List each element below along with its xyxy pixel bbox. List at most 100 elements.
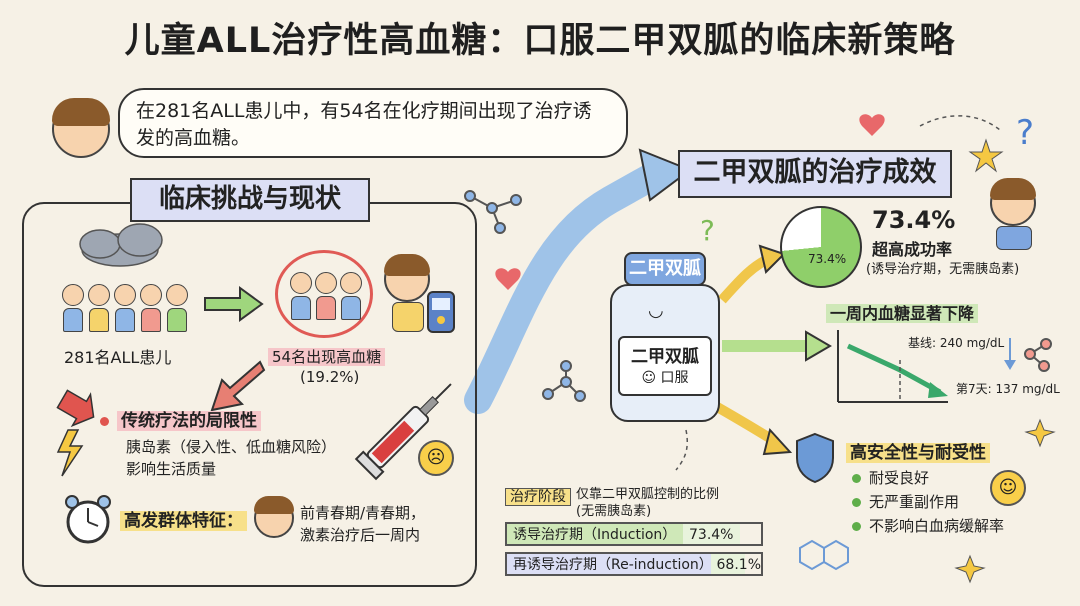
green-bullet-icon bbox=[852, 498, 861, 507]
kid-figure bbox=[88, 284, 110, 332]
molecule-icon-2 bbox=[542, 360, 586, 402]
bottle-label-route: ☺ 口服 bbox=[641, 370, 689, 386]
child-avatar bbox=[52, 98, 110, 158]
heart-icon bbox=[495, 268, 521, 290]
red-bullet-icon bbox=[100, 416, 109, 426]
table-row-bar bbox=[683, 524, 741, 544]
molecule-icon bbox=[464, 190, 522, 234]
intro-speech-bubble: 在281名ALL患儿中，有54名在化疗期间出现了治疗诱发的高血糖。 bbox=[118, 88, 628, 158]
table-row-bar bbox=[710, 554, 745, 574]
safety-item: 耐受良好 bbox=[852, 466, 1004, 490]
bottle-label: 二甲双胍 ☺ 口服 bbox=[618, 336, 712, 396]
arrow-to-safety bbox=[709, 399, 779, 447]
lightning-icon bbox=[56, 429, 84, 477]
limit-line-1: 胰岛素（侵入性、低血糖风险） bbox=[126, 438, 337, 456]
table-row-value: 73.4% bbox=[689, 527, 734, 543]
table-row-stage: 再诱导治疗期（Re-induction） bbox=[507, 554, 713, 574]
cloud-icon bbox=[79, 223, 163, 267]
table-header-ratio-line2: (无需胰岛素) bbox=[576, 504, 652, 519]
baseline-label: 基线: 240 mg/dL bbox=[908, 336, 1005, 350]
green-bullet-icon bbox=[852, 474, 861, 483]
success-title: 超高成功率 bbox=[872, 240, 953, 259]
safety-list: 耐受良好 无严重副作用 不影响白血病缓解率 bbox=[852, 466, 1004, 538]
table-row: 再诱导治疗期（Re-induction） 68.1% bbox=[505, 552, 763, 576]
safety-title: 高安全性与耐受性 bbox=[846, 443, 990, 463]
risk-text: 前青春期/青春期， 激素治疗后一周内 bbox=[300, 502, 425, 546]
table-header-ratio: 仅靠二甲双胍控制的比例 (无需胰岛素) bbox=[576, 486, 719, 520]
safety-item-text: 耐受良好 bbox=[869, 469, 930, 487]
risk-title-wrap: 高发群体特征： bbox=[120, 506, 247, 531]
limit-line-2: 影响生活质量 bbox=[126, 460, 217, 478]
happy-child-body bbox=[996, 226, 1032, 250]
limit-title: 传统疗法的局限性 bbox=[117, 411, 261, 431]
green-bullet-icon bbox=[852, 522, 861, 531]
glucose-title-wrap: 一周内血糖显著下降 bbox=[826, 300, 979, 324]
arrow-to-rate bbox=[718, 253, 773, 304]
table-row-stage: 诱导治疗期（Induction） bbox=[507, 524, 683, 544]
sad-child-avatar bbox=[384, 254, 430, 302]
red-arrow-1 bbox=[210, 360, 266, 412]
table-header-stage: 治疗阶段 bbox=[505, 488, 571, 506]
syringe-icon bbox=[354, 383, 452, 481]
kid-figure bbox=[140, 284, 162, 332]
bottle-label-name: 二甲双胍 bbox=[631, 347, 699, 367]
risk-line-1: 前青春期/青春期， bbox=[300, 504, 426, 522]
glucose-line bbox=[846, 343, 942, 395]
kid-figure bbox=[166, 284, 188, 332]
affected-kids bbox=[290, 272, 362, 320]
kid-figure bbox=[315, 272, 337, 320]
kid-figure bbox=[62, 284, 84, 332]
pie-label: 73.4% bbox=[808, 252, 847, 266]
kid-figure bbox=[340, 272, 362, 320]
bottle-cap: 二甲双胍 bbox=[624, 252, 706, 286]
efficacy-banner: 二甲双胍的治疗成效 bbox=[678, 150, 952, 198]
glucose-title: 一周内血糖显著下降 bbox=[826, 304, 979, 323]
success-note: (诱导治疗期，无需胰岛素) bbox=[866, 262, 1020, 277]
arrow-to-safety-head bbox=[762, 427, 793, 456]
dashed-curve bbox=[919, 115, 1001, 131]
question-icon: ? bbox=[1016, 113, 1034, 153]
affected-count: 54名出现高血糖 bbox=[268, 348, 386, 366]
affected-circle bbox=[275, 250, 373, 338]
bottle-jar: ◡ 二甲双胍 ☺ 口服 bbox=[610, 284, 720, 422]
dashed-curve-2 bbox=[675, 429, 688, 471]
risk-line-2: 激素治疗后一周内 bbox=[300, 526, 421, 544]
table-row: 诱导治疗期（Induction） 73.4% bbox=[505, 522, 763, 546]
glucose-line-head bbox=[928, 382, 948, 398]
table-row-value: 68.1% bbox=[716, 557, 761, 573]
arrow-to-glucose-head bbox=[805, 330, 832, 362]
kid-figure bbox=[290, 272, 312, 320]
hexagon-molecule-icon bbox=[799, 539, 849, 571]
table-header-ratio-line1: 仅靠二甲双胍控制的比例 bbox=[576, 487, 720, 502]
table-header: 治疗阶段 bbox=[505, 486, 571, 506]
worried-face-icon: ☹ bbox=[418, 440, 454, 476]
day7-label: 第7天: 137 mg/dL bbox=[956, 382, 1060, 396]
happy-child-avatar bbox=[990, 178, 1036, 226]
metformin-bottle: 二甲双胍 ◡ 二甲双胍 ☺ 口服 bbox=[610, 252, 720, 422]
big-flow-arrow-head bbox=[638, 148, 693, 202]
bottle-route-text: 口服 bbox=[660, 370, 689, 386]
safety-item-text: 不影响白血病缓解率 bbox=[869, 517, 1005, 535]
arrow-to-rate-head bbox=[758, 244, 786, 274]
green-arrow-1 bbox=[204, 286, 264, 322]
alarm-clock-icon bbox=[65, 495, 111, 544]
sad-child-body bbox=[392, 302, 424, 332]
safety-item: 无严重副作用 bbox=[852, 490, 1004, 514]
risk-title: 高发群体特征： bbox=[120, 511, 247, 531]
glucose-meter-icon bbox=[427, 291, 455, 333]
limit-title-wrap: 传统疗法的局限性 bbox=[100, 406, 261, 431]
bottle-smile-icon: ◡ bbox=[648, 300, 664, 321]
table-row-value-cell: 73.4% bbox=[683, 524, 761, 544]
affected-label: 54名出现高血糖 bbox=[268, 346, 386, 367]
safety-item: 不影响白血病缓解率 bbox=[852, 514, 1004, 538]
down-arrow-head bbox=[1004, 360, 1016, 370]
question-icon-2: ? bbox=[700, 214, 715, 247]
big-flow-arrow bbox=[464, 158, 674, 414]
down-red-arrow-icon bbox=[56, 389, 95, 428]
heart-icon-2 bbox=[859, 114, 885, 136]
group-label: 281名ALL患儿 bbox=[64, 348, 172, 367]
star-icon-2 bbox=[1024, 418, 1056, 448]
success-pie-chart bbox=[780, 206, 862, 288]
page-title: 儿童ALL治疗性高血糖：口服二甲双胍的临床新策略 bbox=[124, 21, 956, 61]
